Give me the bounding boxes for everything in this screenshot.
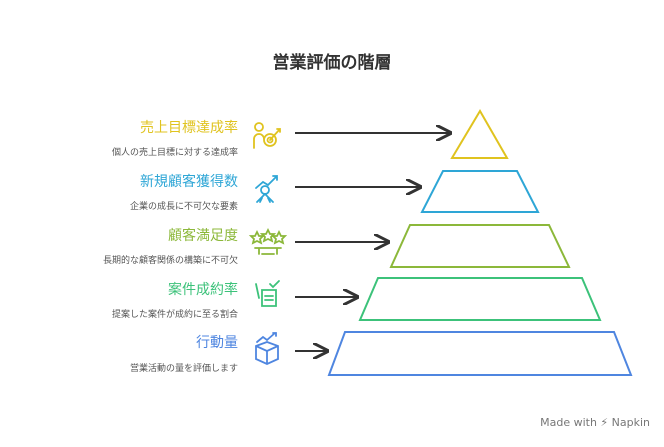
level-2-label: 新規顧客獲得数 bbox=[140, 174, 238, 190]
level-2-desc: 企業の成長に不可欠な要素 bbox=[129, 202, 238, 212]
checklist-hand-icon bbox=[255, 280, 280, 307]
box-growth-icon bbox=[255, 332, 279, 365]
pyramid-level-3 bbox=[389, 224, 571, 268]
level-3-label: 顧客満足度 bbox=[168, 228, 238, 244]
pyramid-level-5 bbox=[327, 331, 633, 376]
level-5-label: 行動量 bbox=[196, 335, 238, 351]
growth-person-icon bbox=[255, 175, 278, 203]
diagram-title: 営業評価の階層 bbox=[272, 53, 392, 73]
pyramid-level-4 bbox=[358, 277, 602, 321]
pyramid-level-2 bbox=[420, 170, 540, 213]
level-1-desc: 個人の売上目標に対する達成率 bbox=[111, 148, 238, 158]
level-5-desc: 営業活動の量を評価します bbox=[129, 364, 238, 374]
target-person-icon bbox=[253, 122, 281, 149]
level-3-desc: 長期的な顧客関係の構築に不可欠 bbox=[102, 256, 238, 266]
pyramid-level-1 bbox=[450, 109, 509, 159]
level-4-desc: 提案した案件が成約に至る割合 bbox=[111, 310, 238, 320]
napkin-brand: Made with ⚡ Napkin bbox=[540, 416, 650, 429]
level-4-label: 案件成約率 bbox=[168, 282, 238, 298]
level-1-label: 売上目標達成率 bbox=[140, 120, 238, 136]
stars-handshake-icon bbox=[248, 227, 288, 255]
